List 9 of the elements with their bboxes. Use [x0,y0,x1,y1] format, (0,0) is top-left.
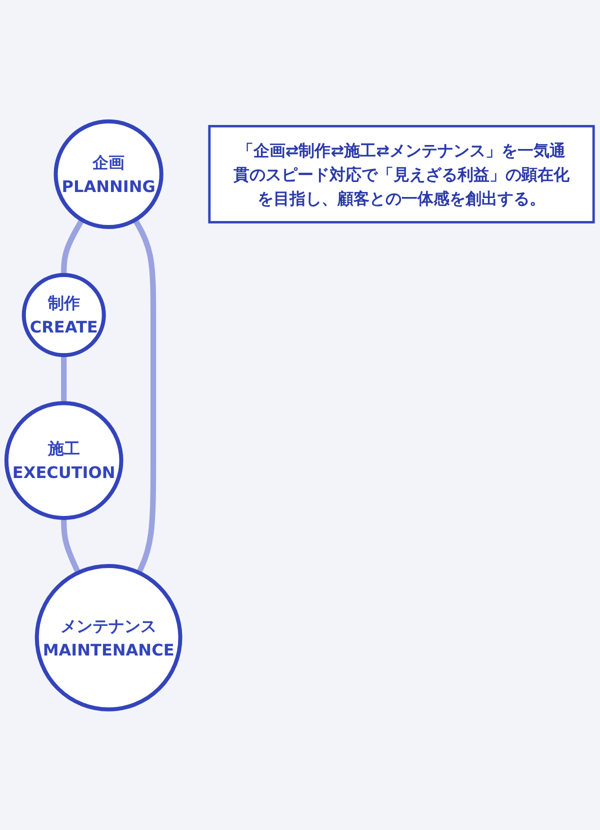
node-circle: 企画 PLANNING [54,119,164,229]
node-circle: 制作 CREATE [22,272,106,357]
node-circle: 施工 EXECUTION [4,400,124,520]
node-box: 「企画⇄制作⇄施工⇄メンテナンス」を一気通貫のスピード対応で「見えざる利益」の顕在化を目指し、顧客との一体感を創出する。 [208,124,595,224]
node-circle: メンテナンス MAINTENANCE [34,564,182,711]
connector [61,354,67,403]
connector [61,518,81,574]
connector [132,218,156,574]
connector [61,218,84,275]
